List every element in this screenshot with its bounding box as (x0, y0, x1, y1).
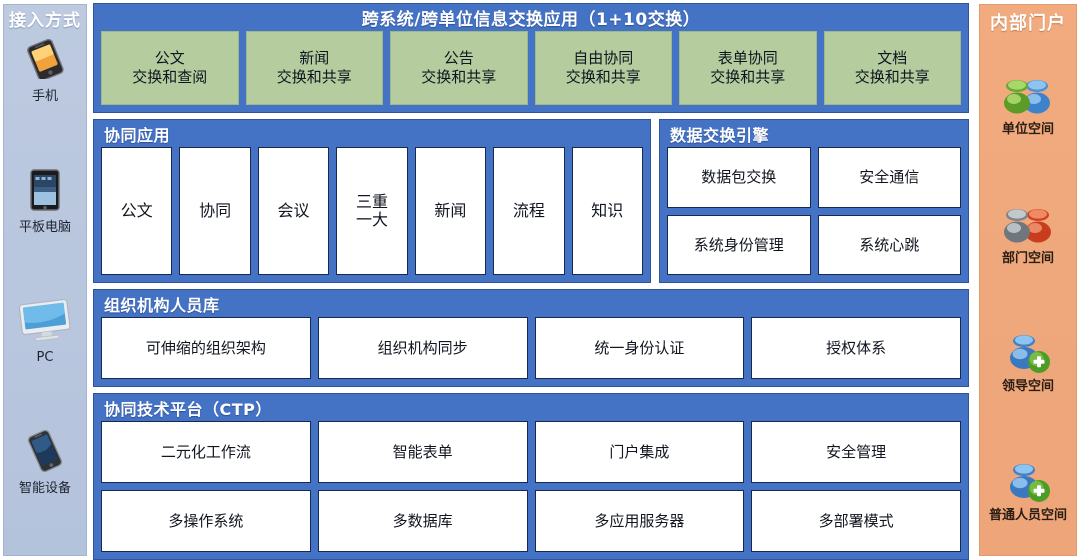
portal-item-unit-space: 单位空间 (980, 41, 1076, 170)
ctp-item[interactable]: 智能表单 (317, 421, 528, 483)
smart-device-icon (20, 425, 70, 477)
collab-item[interactable]: 会议 (257, 147, 330, 275)
engine-row-1: 数据包交换 安全通信 (667, 147, 961, 208)
ctp-item[interactable]: 多数据库 (317, 490, 528, 552)
ctp-platform-title: 协同技术平台（CTP） (104, 400, 272, 419)
ctp-item[interactable]: 多部署模式 (751, 490, 961, 552)
organization-directory-row: 可伸缩的组织架构 组织机构同步 统一身份认证 授权体系 (101, 317, 961, 379)
group-gray-red-icon (997, 202, 1059, 248)
access-methods-sidebar: 接入方式 手机 (3, 4, 87, 556)
collab-item[interactable]: 三重一大 (336, 147, 408, 275)
person-add-icon (999, 459, 1057, 505)
exchange-application-panel: 跨系统/跨单位信息交换应用（1+10交换） 公文交换和查阅 新闻交换和共享 公告… (93, 3, 969, 113)
middle-panels-wrapper: 协同应用 公文 协同 会议 三重一大 新闻 流程 知识 数据交换引擎 数据包交换… (93, 119, 969, 283)
portal-item-leader-space: 领导空间 (980, 298, 1076, 427)
ctp-item[interactable]: 多应用服务器 (534, 490, 745, 552)
internal-portal-sidebar: 内部门户 单位空间 (979, 4, 1077, 556)
portal-item-label: 部门空间 (1001, 250, 1054, 266)
collab-item[interactable]: 新闻 (414, 147, 487, 275)
ctp-item[interactable]: 多操作系统 (101, 490, 311, 552)
engine-item[interactable]: 系统身份管理 (667, 214, 811, 275)
exchange-item[interactable]: 文档交换和共享 (823, 31, 961, 105)
collab-item[interactable]: 协同 (179, 147, 251, 275)
group-green-blue-icon (997, 73, 1059, 119)
ctp-item[interactable]: 门户集成 (534, 421, 745, 483)
mobile-phone-icon (19, 33, 71, 85)
portal-item-department-space: 部门空间 (980, 170, 1076, 299)
tablet-icon (22, 164, 68, 216)
collab-item[interactable]: 知识 (571, 147, 643, 275)
ctp-item[interactable]: 安全管理 (751, 421, 961, 483)
collab-item[interactable]: 流程 (493, 147, 565, 275)
access-item-tablet: 平板电脑 (4, 164, 86, 295)
exchange-item[interactable]: 表单协同交换和共享 (679, 31, 817, 105)
engine-row-2: 系统身份管理 系统心跳 (667, 214, 961, 275)
exchange-application-row: 公文交换和查阅 新闻交换和共享 公告交换和共享 自由协同交换和共享 表单协同交换… (101, 31, 961, 105)
collaboration-application-title: 协同应用 (104, 126, 171, 145)
engine-item[interactable]: 系统心跳 (817, 214, 961, 275)
ctp-item[interactable]: 二元化工作流 (101, 421, 311, 483)
portal-item-general-staff-space: 普通人员空间 (980, 427, 1076, 556)
collab-item[interactable]: 公文 (101, 147, 173, 275)
access-item-mobile: 手机 (4, 33, 86, 164)
portal-item-label: 领导空间 (1001, 379, 1054, 395)
exchange-item[interactable]: 自由协同交换和共享 (534, 31, 672, 105)
portal-item-label: 单位空间 (1001, 122, 1054, 138)
org-item[interactable]: 可伸缩的组织架构 (101, 317, 311, 379)
org-item[interactable]: 统一身份认证 (534, 317, 745, 379)
center-stack: 跨系统/跨单位信息交换应用（1+10交换） 公文交换和查阅 新闻交换和共享 公告… (93, 3, 969, 560)
exchange-item[interactable]: 新闻交换和共享 (245, 31, 383, 105)
exchange-item[interactable]: 公文交换和查阅 (101, 31, 239, 105)
engine-item[interactable]: 安全通信 (817, 147, 961, 208)
collaboration-application-row: 公文 协同 会议 三重一大 新闻 流程 知识 (101, 147, 643, 275)
access-item-label: 平板电脑 (18, 219, 71, 235)
org-item[interactable]: 组织机构同步 (317, 317, 528, 379)
access-item-smart-device: 智能设备 (4, 425, 86, 556)
engine-item[interactable]: 数据包交换 (667, 147, 811, 208)
data-exchange-engine-title: 数据交换引擎 (670, 126, 770, 145)
access-item-label: PC (36, 350, 54, 365)
exchange-item[interactable]: 公告交换和共享 (390, 31, 528, 105)
access-item-label: 智能设备 (18, 480, 71, 496)
ctp-row-1: 二元化工作流 智能表单 门户集成 安全管理 (101, 421, 961, 483)
ctp-row-2: 多操作系统 多数据库 多应用服务器 多部署模式 (101, 490, 961, 552)
exchange-application-title: 跨系统/跨单位信息交换应用（1+10交换） (361, 10, 701, 30)
org-item[interactable]: 授权体系 (751, 317, 961, 379)
internal-portal-title: 内部门户 (990, 13, 1066, 34)
portal-item-label: 普通人员空间 (988, 507, 1067, 523)
organization-directory-title: 组织机构人员库 (104, 296, 220, 315)
collaboration-application-panel: 协同应用 公文 协同 会议 三重一大 新闻 流程 知识 (93, 119, 651, 283)
access-methods-title: 接入方式 (9, 11, 81, 31)
access-item-pc: PC (4, 294, 86, 425)
person-add-icon (999, 330, 1057, 376)
access-item-label: 手机 (31, 89, 58, 104)
data-exchange-engine-panel: 数据交换引擎 数据包交换 安全通信 系统身份管理 系统心跳 (659, 119, 969, 283)
desktop-monitor-icon (16, 294, 74, 346)
ctp-platform-panel: 协同技术平台（CTP） 二元化工作流 智能表单 门户集成 安全管理 多操作系统 … (93, 393, 969, 560)
organization-directory-panel: 组织机构人员库 可伸缩的组织架构 组织机构同步 统一身份认证 授权体系 (93, 289, 969, 387)
